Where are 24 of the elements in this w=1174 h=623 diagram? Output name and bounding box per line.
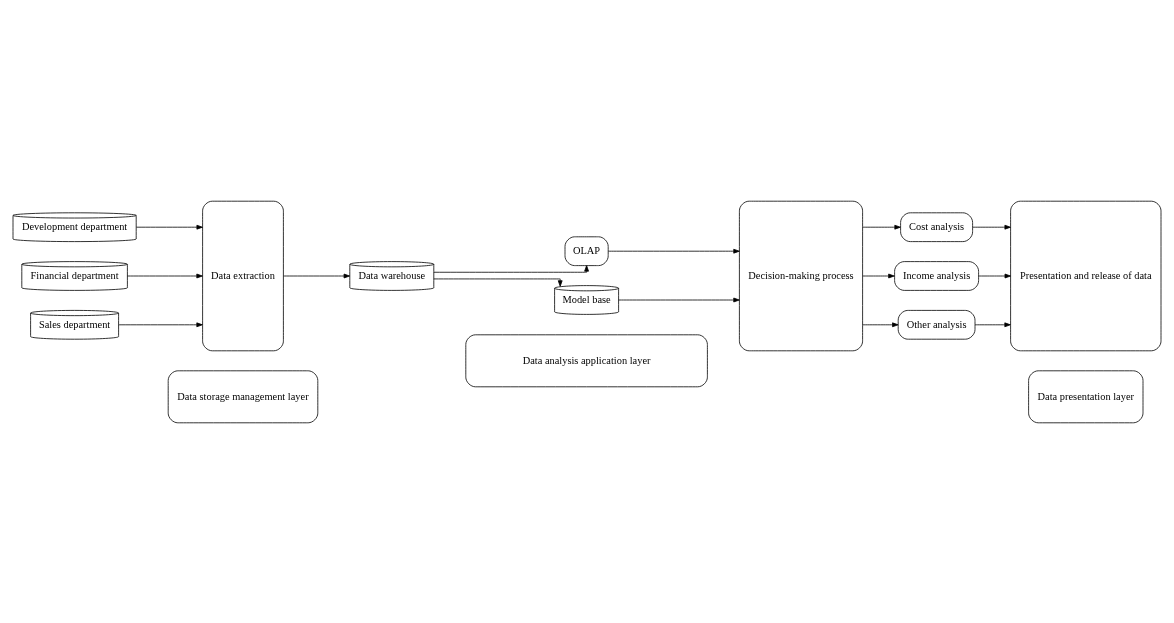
arrow xyxy=(433,264,589,273)
arrow xyxy=(862,273,895,278)
arrow xyxy=(862,321,899,327)
arrow xyxy=(118,321,203,327)
arrow xyxy=(862,224,901,230)
arrow xyxy=(618,297,740,302)
node-box: Data storage management layer xyxy=(167,369,319,423)
node-box: Other analysis xyxy=(897,309,976,340)
node-box: Presentation and release of data xyxy=(1010,200,1162,351)
node-box: OLAP xyxy=(564,235,609,266)
node-box: Data presentation layer xyxy=(1028,369,1144,423)
arrow xyxy=(135,224,203,230)
arrow xyxy=(972,224,1011,230)
node-box: Cost analysis xyxy=(900,211,973,242)
node-box: Data analysis application layer xyxy=(465,333,708,387)
arrow xyxy=(978,273,1011,278)
arrow xyxy=(127,273,203,278)
arrow xyxy=(974,321,1011,327)
arrow xyxy=(283,273,351,278)
arrow xyxy=(433,278,563,287)
arrow xyxy=(607,248,740,254)
node-box: Decision-making process xyxy=(739,200,863,351)
node-box: Data extraction xyxy=(202,200,284,351)
node-box: Income analysis xyxy=(894,260,979,291)
